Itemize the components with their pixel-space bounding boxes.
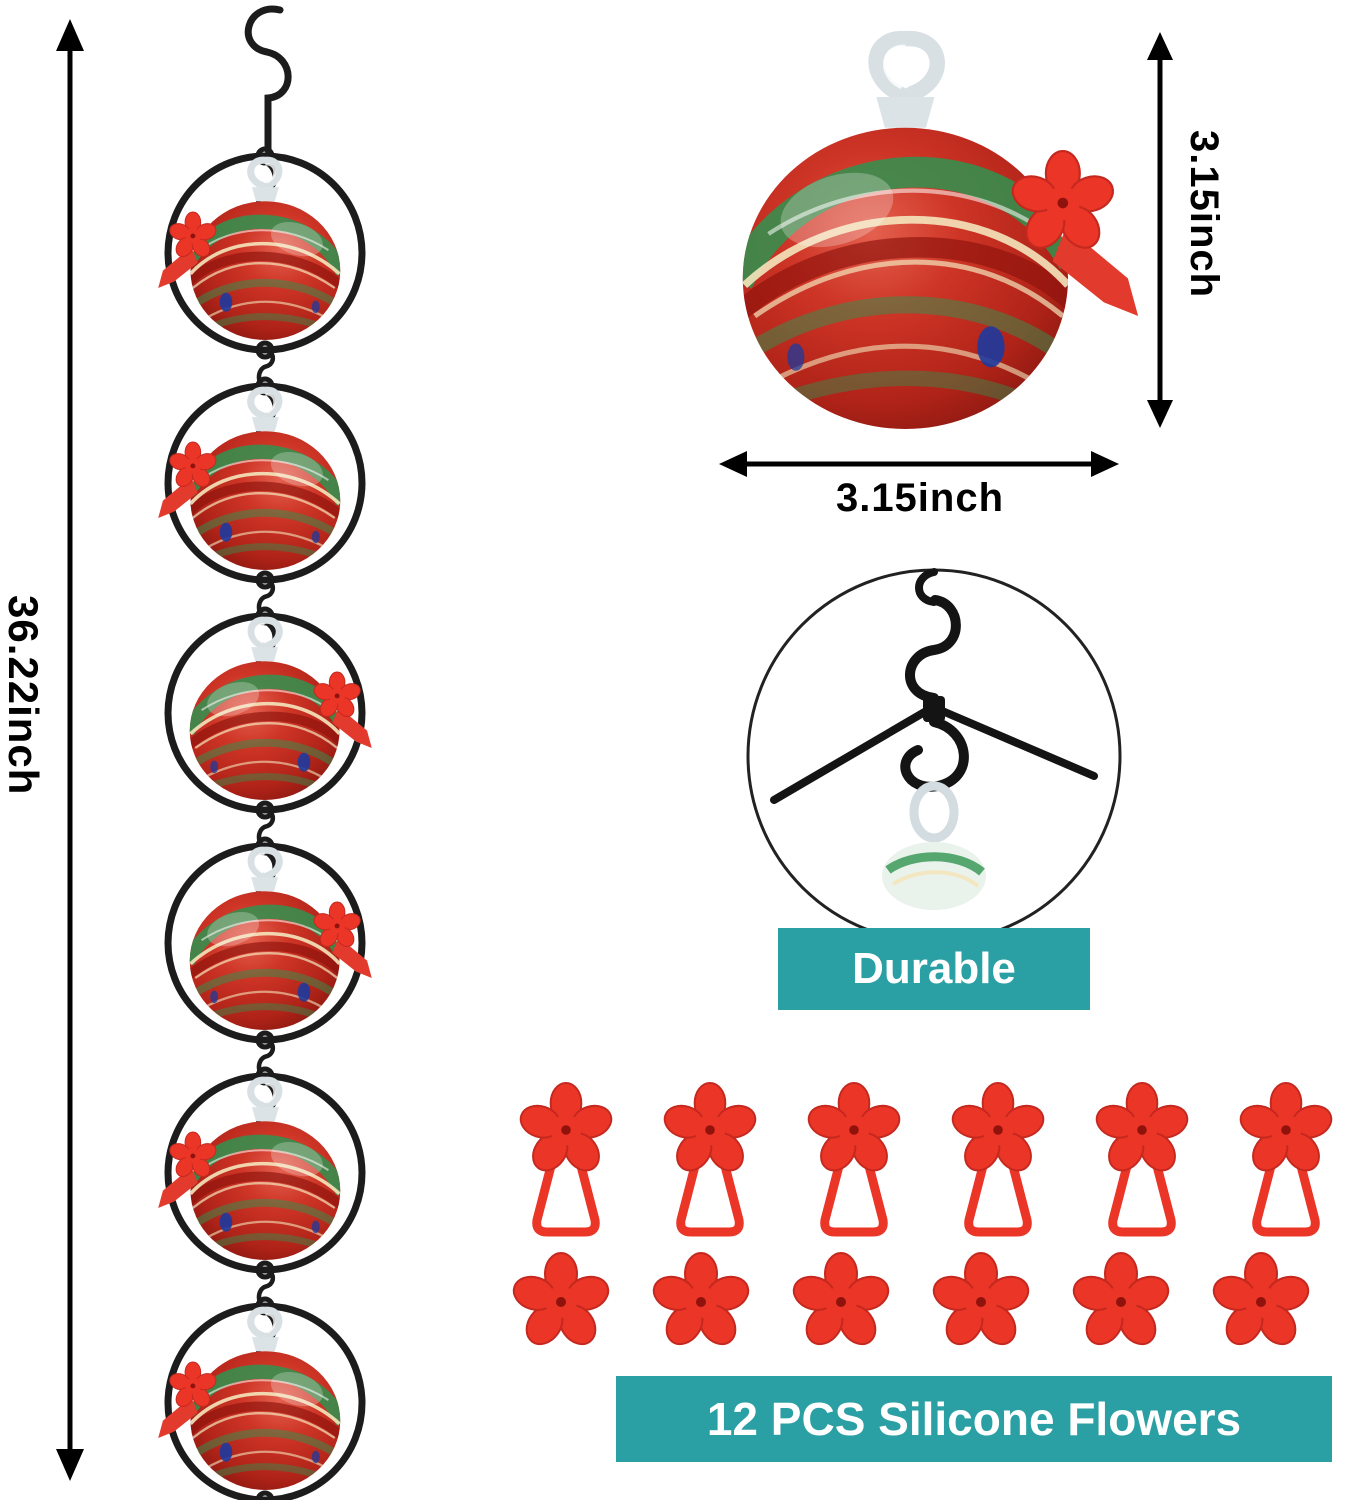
silicone-flower-with-hook bbox=[649, 1081, 771, 1247]
durable-badge: Durable bbox=[778, 928, 1090, 1010]
flowers-banner-label: 12 PCS Silicone Flowers bbox=[706, 1393, 1242, 1445]
hanger-arm-right bbox=[936, 706, 1098, 780]
dimension-arrow-ball-height bbox=[1147, 32, 1173, 428]
top-hanging-hook bbox=[244, 5, 292, 154]
silicone-flower bbox=[1205, 1250, 1317, 1359]
feeder-unit bbox=[158, 1069, 362, 1277]
silicone-flower-with-hook bbox=[937, 1081, 1059, 1247]
feeder-unit bbox=[158, 149, 362, 357]
glass-ball-closeup bbox=[700, 25, 1145, 453]
silicone-flower bbox=[645, 1250, 757, 1359]
flowers-count-banner: 12 PCS Silicone Flowers bbox=[616, 1376, 1332, 1462]
ball-height-label: 3.15inch bbox=[1182, 130, 1226, 299]
silicone-flower-with-hook bbox=[1081, 1081, 1203, 1247]
feeder-unit bbox=[168, 839, 372, 1047]
lower-hook bbox=[900, 717, 969, 792]
silicone-flower-with-hook bbox=[793, 1081, 915, 1247]
ball-width-label: 3.15inch bbox=[835, 476, 1005, 520]
silicone-flower-with-hook bbox=[1225, 1081, 1347, 1247]
hook-detail-circle bbox=[746, 568, 1122, 944]
feeder-unit bbox=[158, 1299, 362, 1500]
glass-loop bbox=[909, 781, 959, 843]
durable-badge-label: Durable bbox=[852, 944, 1016, 993]
hook-collar bbox=[923, 696, 945, 722]
hanger-arm-left bbox=[770, 706, 932, 804]
feeder-chain bbox=[95, 5, 435, 1500]
feeder-unit bbox=[168, 609, 372, 817]
dimension-arrow-ball-width bbox=[719, 451, 1119, 477]
flower-row-with-hooks bbox=[505, 1081, 1347, 1247]
chain-height-label: 36.22inch bbox=[0, 595, 47, 796]
silicone-flower bbox=[505, 1250, 617, 1359]
silicone-flower bbox=[1065, 1250, 1177, 1359]
silicone-flower bbox=[925, 1250, 1037, 1359]
silicone-flower bbox=[785, 1250, 897, 1359]
dimension-arrow-chain-height bbox=[56, 19, 84, 1481]
feeder-unit bbox=[158, 379, 362, 587]
flower-row-plain bbox=[505, 1250, 1317, 1359]
glass-ball-top-partial bbox=[882, 842, 986, 910]
silicone-flower-with-hook bbox=[505, 1081, 627, 1247]
top-attach-hook bbox=[915, 568, 938, 606]
s-hook-detail bbox=[905, 595, 961, 703]
